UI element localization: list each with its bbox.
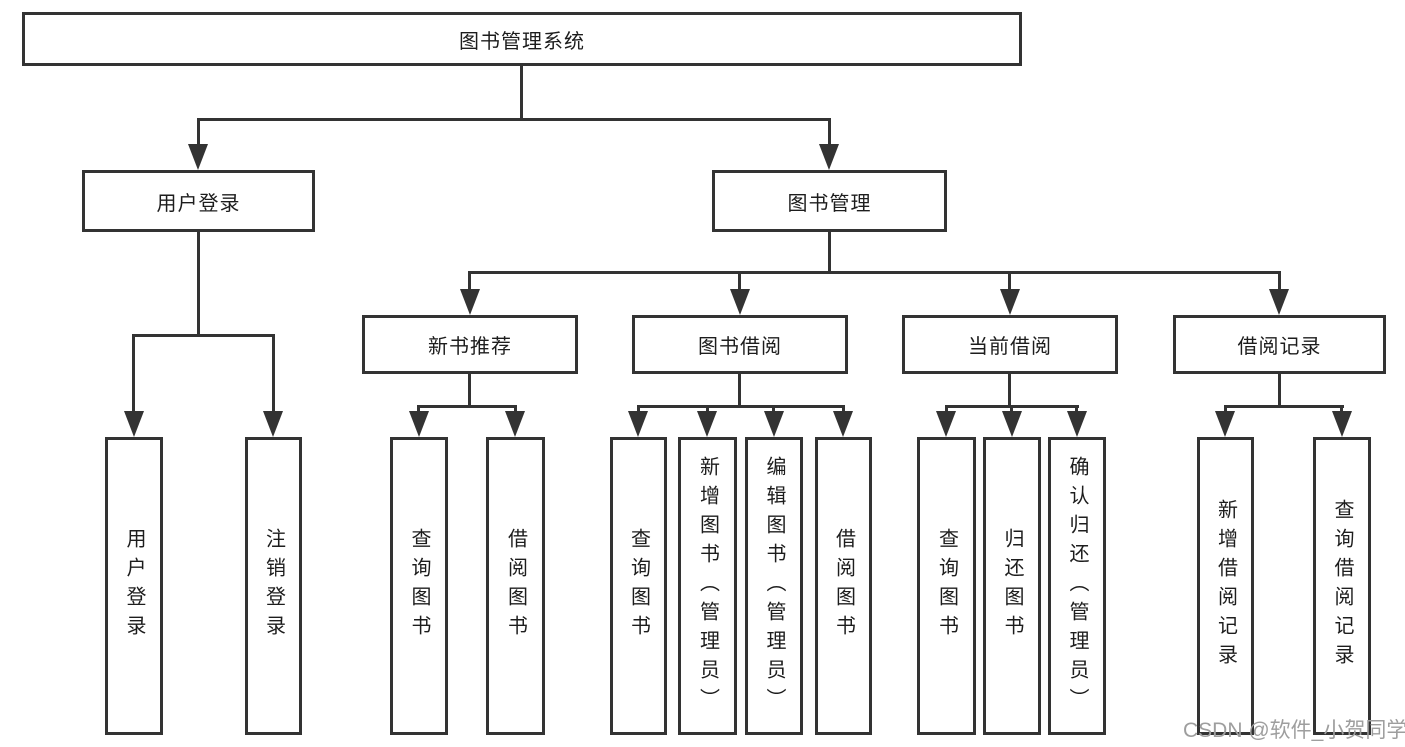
connector-drop-c3: [772, 405, 775, 415]
leaf-query-borrow-record-label: 查询借阅记录: [1331, 499, 1353, 673]
leaf-edit-books-admin-label: 编辑图书（管理员）: [763, 455, 785, 717]
connector-drop-borrowing-records: [1278, 271, 1281, 295]
leaf-add-books-admin: 新增图书（管理员）: [678, 437, 737, 735]
leaf-query-books-borrowing: 查询图书: [610, 437, 667, 735]
leaf-edit-books-admin: 编辑图书（管理员）: [745, 437, 803, 735]
leaf-add-books-admin-label: 新增图书（管理员）: [696, 455, 719, 717]
connector-drop-c1: [637, 405, 640, 415]
arrowhead-book-management: [819, 144, 839, 170]
connector-recommend-bar: [417, 405, 517, 408]
arrowhead-user-login: [188, 144, 208, 170]
arrowhead-leaf-logout: [263, 411, 283, 437]
connector-drop-c2: [706, 405, 709, 415]
connector-drop-new-book-recommend: [468, 271, 471, 295]
leaf-user-login: 用户登录: [105, 437, 163, 735]
connector-drop-d1: [945, 405, 948, 415]
connector-level1-bar: [197, 118, 831, 121]
node-user-login: 用户登录: [82, 170, 315, 232]
leaf-return-books-label: 归还图书: [1001, 528, 1023, 644]
connector-drop-leaf-user-login: [132, 334, 135, 416]
leaf-add-borrow-record: 新增借阅记录: [1197, 437, 1254, 735]
leaf-confirm-return-admin-label: 确认归还（管理员）: [1066, 455, 1088, 717]
leaf-query-books-current: 查询图书: [917, 437, 976, 735]
arrowhead-leaf-user-login: [124, 411, 144, 437]
arrowhead-c4: [833, 411, 853, 437]
connector-level3-bar: [468, 271, 1281, 274]
arrowhead-borrowing-records: [1269, 289, 1289, 315]
csdn-watermark: CSDN @软件_小贺同学: [1183, 719, 1405, 742]
connector-drop-current-borrowing: [1008, 271, 1011, 295]
connector-drop-d3: [1075, 405, 1078, 415]
leaf-query-books-recommend-label: 查询图书: [408, 528, 430, 644]
node-new-book-recommend: 新书推荐: [362, 315, 578, 374]
leaf-user-login-label: 用户登录: [123, 528, 145, 644]
leaf-logout: 注销登录: [245, 437, 302, 735]
connector-records-stem: [1278, 374, 1281, 408]
arrowhead-c1: [628, 411, 648, 437]
connector-drop-c4: [842, 405, 845, 415]
leaf-borrow-books: 借阅图书: [815, 437, 872, 735]
arrowhead-c2: [697, 411, 717, 437]
arrowhead-d2: [1002, 411, 1022, 437]
connector-drop-b1: [417, 405, 420, 415]
connector-drop-b2: [514, 405, 517, 415]
connector-user-login-stem: [197, 232, 200, 337]
leaf-borrow-books-recommend-label: 借阅图书: [504, 528, 527, 644]
arrowhead-b2: [505, 411, 525, 437]
connector-root-stem: [520, 66, 523, 121]
leaf-query-borrow-record: 查询借阅记录: [1313, 437, 1371, 735]
node-library-management-system: 图书管理系统: [22, 12, 1022, 66]
node-borrowing-records: 借阅记录: [1173, 315, 1386, 374]
connector-drop-user-login: [197, 118, 200, 150]
arrowhead-d3: [1067, 411, 1087, 437]
connector-borrowing-stem: [738, 374, 741, 408]
connector-drop-e1: [1224, 405, 1227, 415]
connector-recommend-stem: [468, 374, 471, 408]
connector-records-bar: [1224, 405, 1344, 408]
leaf-query-books-borrowing-label: 查询图书: [627, 528, 650, 644]
leaf-query-books-recommend: 查询图书: [390, 437, 448, 735]
connector-drop-book-borrowing: [738, 271, 741, 295]
leaf-return-books: 归还图书: [983, 437, 1041, 735]
connector-drop-d2: [1010, 405, 1013, 415]
node-book-borrowing: 图书借阅: [632, 315, 848, 374]
connector-drop-book-management: [828, 118, 831, 150]
arrowhead-new-book-recommend: [460, 289, 480, 315]
leaf-confirm-return-admin: 确认归还（管理员）: [1048, 437, 1106, 735]
arrowhead-book-borrowing: [730, 289, 750, 315]
node-book-management: 图书管理: [712, 170, 947, 232]
connector-user-login-bar: [132, 334, 275, 337]
connector-drop-e2: [1340, 405, 1343, 415]
arrowhead-c3: [764, 411, 784, 437]
connector-book-management-stem: [828, 232, 831, 274]
connector-drop-leaf-logout: [272, 334, 275, 416]
connector-borrowing-bar: [637, 405, 845, 408]
arrowhead-current-borrowing: [1000, 289, 1020, 315]
leaf-add-borrow-record-label: 新增借阅记录: [1214, 499, 1237, 673]
leaf-borrow-books-label: 借阅图书: [832, 528, 855, 644]
node-current-borrowing: 当前借阅: [902, 315, 1118, 374]
arrowhead-e1: [1215, 411, 1235, 437]
arrowhead-e2: [1332, 411, 1352, 437]
arrowhead-b1: [409, 411, 429, 437]
leaf-borrow-books-recommend: 借阅图书: [486, 437, 545, 735]
leaf-query-books-current-label: 查询图书: [935, 528, 958, 644]
connector-current-stem: [1008, 374, 1011, 408]
arrowhead-d1: [936, 411, 956, 437]
leaf-logout-label: 注销登录: [262, 528, 285, 644]
